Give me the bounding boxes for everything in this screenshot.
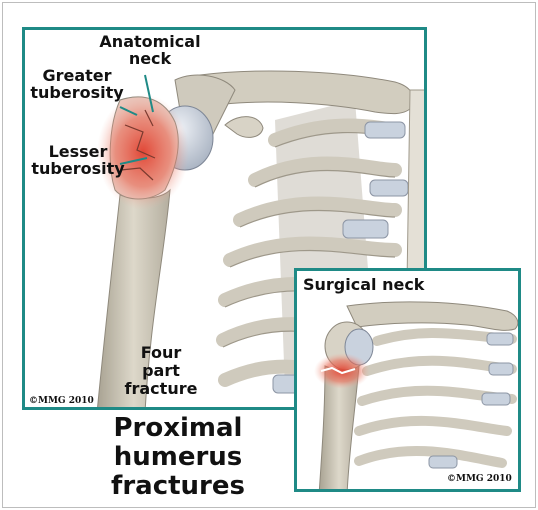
surgical-neck-illustration: [297, 271, 521, 492]
label-lesser-tuberosity: Lesser tuberosity: [29, 144, 127, 178]
label-four-part-fracture: Four part fracture: [121, 344, 201, 398]
label-surgical-neck: Surgical neck: [303, 277, 424, 294]
copyright-main: ©MMG 2010: [29, 396, 94, 406]
figure-title-line1: Proximal: [78, 414, 278, 443]
label-greater-tuberosity: Greater tuberosity: [27, 68, 127, 102]
label-anatomical-neck: Anatomical neck: [95, 34, 205, 68]
label-four-part-fracture-line2: part: [121, 362, 201, 380]
label-four-part-fracture-line1: Four: [121, 344, 201, 362]
inset-illustration-panel: Surgical neck ©MMG 2010: [294, 268, 521, 492]
copyright-inset: ©MMG 2010: [447, 474, 512, 484]
label-lesser-tuberosity-line2: tuberosity: [29, 161, 127, 178]
label-four-part-fracture-line3: fracture: [121, 380, 201, 398]
figure-title-line3: fractures: [78, 472, 278, 501]
label-greater-tuberosity-line2: tuberosity: [27, 85, 127, 102]
figure-title: Proximal humerus fractures: [78, 414, 278, 501]
figure-title-line2: humerus: [78, 443, 278, 472]
